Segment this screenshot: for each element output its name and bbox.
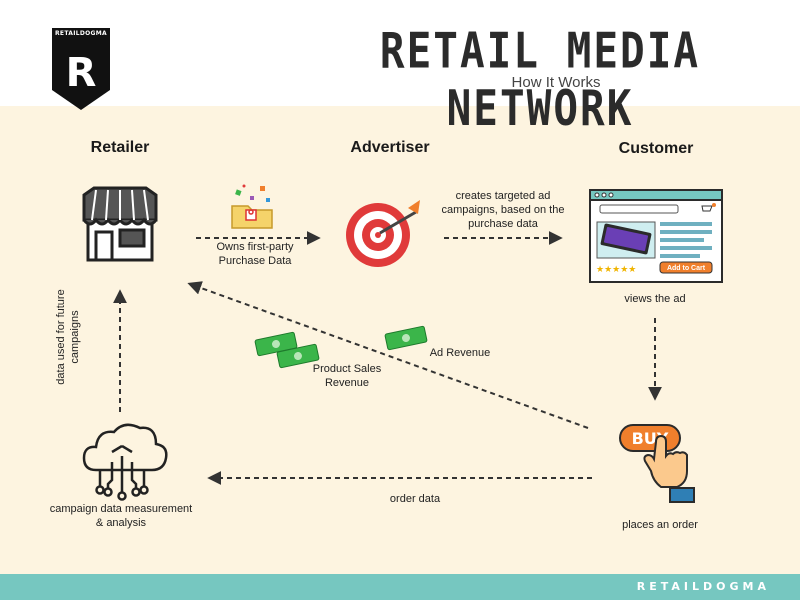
label-views-ad: views the ad (624, 293, 686, 305)
label-data-future: data used for future campaigns (55, 289, 81, 385)
node-advertiser: Advertiser (350, 139, 430, 156)
cloud-analysis-icon (82, 423, 168, 501)
label-analysis: campaign data measurement & analysis (49, 503, 193, 529)
label-campaigns: creates targeted ad campaigns, based on … (441, 190, 565, 230)
flow-arrows (113, 231, 662, 485)
node-retailer: Retailer (90, 139, 150, 156)
label-places-order: places an order (622, 519, 698, 531)
label-first-party: Owns first-party Purchase Data (216, 241, 294, 267)
data-folder-icon (231, 184, 273, 229)
node-customer: Customer (618, 140, 694, 157)
add-to-cart-label: Add to Cart (667, 265, 706, 272)
store-icon (82, 186, 158, 262)
retaildogma-logo: R (52, 28, 110, 110)
target-icon (346, 200, 420, 267)
rating-stars: ★★★★★ (596, 265, 636, 275)
page-title: RETAIL MEDIA NETWORK (379, 22, 701, 138)
page-subtitle: How It Works (511, 74, 601, 91)
label-product-sales: Product Sales Revenue (312, 363, 382, 389)
ad-mockup-icon: Add to Cart ★★★★★ (589, 189, 723, 283)
arrow-revenue-to-retailer (187, 281, 589, 429)
money-stack-icon (254, 331, 320, 369)
logo-wordmark: RETAILDOGMA (55, 30, 107, 37)
footer: RETAILDOGMA (0, 574, 800, 600)
money-icon (384, 325, 428, 351)
logo-letter: R (66, 50, 97, 96)
buy-button-icon: BUY (619, 424, 695, 503)
footer-brand: RETAILDOGMA (636, 580, 770, 593)
label-order-data: order data (389, 493, 441, 505)
header (0, 0, 800, 106)
label-ad-revenue: Ad Revenue (429, 347, 491, 359)
